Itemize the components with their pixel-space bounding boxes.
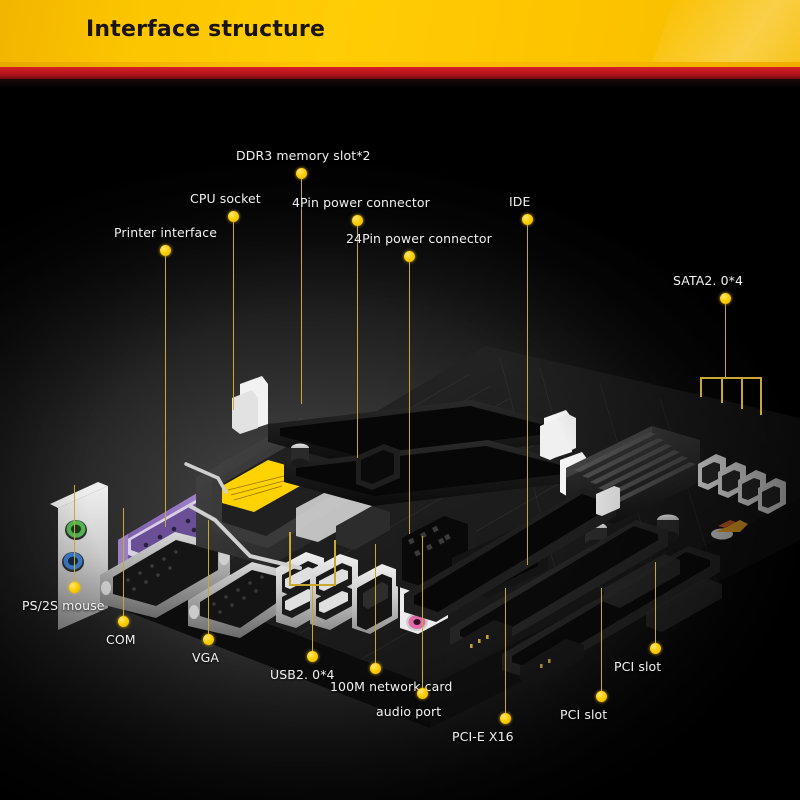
callout-dot-ddr3-memory-slot[interactable] <box>296 168 307 179</box>
callout-dot-printer-interface[interactable] <box>160 245 171 256</box>
callout-label-4pin-power: 4Pin power connector <box>292 195 430 210</box>
header-divider-orange <box>0 62 800 67</box>
callout-label-printer-interface: Printer interface <box>114 225 218 240</box>
callout-label-ddr3-memory-slot: DDR3 memory slot*2 <box>236 148 371 163</box>
callout-label-ps2-mouse: PS/2S mouse <box>22 598 105 613</box>
callout-label-com: COM <box>106 632 136 647</box>
callout-line-sata-leg-2 <box>721 377 723 403</box>
header-divider-black <box>0 79 800 88</box>
callout-dot-ps2-mouse[interactable] <box>69 582 80 593</box>
callout-label-vga: VGA <box>192 650 220 665</box>
callout-dot-24pin-power[interactable] <box>404 251 415 262</box>
callout-line-sata-leg-4 <box>760 377 762 415</box>
callout-line-ddr3-memory-slot <box>300 179 303 404</box>
callout-label-pcie-x16: PCI-E X16 <box>452 729 514 744</box>
callout-dot-audio-port[interactable] <box>417 688 428 699</box>
callout-label-audio-port: audio port <box>376 704 442 719</box>
callout-line-printer-interface <box>164 256 167 527</box>
callout-dot-com[interactable] <box>118 616 129 627</box>
callout-line-ps2-mouse <box>73 485 76 583</box>
callout-line-usb-stem <box>311 584 314 652</box>
callout-line-network-card <box>374 544 377 664</box>
callout-dot-pcie-x16[interactable] <box>500 713 511 724</box>
callout-line-com <box>122 508 125 617</box>
header-divider-red <box>0 67 800 79</box>
callout-label-pci-slot-1: PCI slot <box>560 707 608 722</box>
callout-line-ide <box>526 225 529 565</box>
callout-label-network-card: 100M network card <box>330 679 453 694</box>
callout-dot-sata[interactable] <box>720 293 731 304</box>
callout-line-4pin-power <box>356 226 359 458</box>
callout-line-usb-leg-2 <box>334 540 336 585</box>
callout-line-vga <box>207 520 210 635</box>
callout-line-cpu-socket <box>232 222 235 410</box>
callout-line-sata-stem <box>724 304 727 378</box>
callout-line-24pin-power <box>408 262 411 534</box>
callout-dot-pci-slot-2[interactable] <box>650 643 661 654</box>
callout-dot-ide[interactable] <box>522 214 533 225</box>
diagram-stage: Printer interface CPU socket DDR3 memory… <box>0 88 800 800</box>
callout-label-pci-slot-2: PCI slot <box>614 659 662 674</box>
callout-line-usb-leg-1 <box>289 532 291 585</box>
callout-line-pci-slot-1 <box>600 588 603 692</box>
callout-label-cpu-socket: CPU socket <box>190 191 261 206</box>
callout-label-sata: SATA2. 0*4 <box>673 273 744 288</box>
callout-dot-cpu-socket[interactable] <box>228 211 239 222</box>
callout-dot-usb[interactable] <box>307 651 318 662</box>
callout-dot-pci-slot-1[interactable] <box>596 691 607 702</box>
callout-line-audio-port <box>421 536 424 689</box>
callout-dot-4pin-power[interactable] <box>352 215 363 226</box>
callout-label-ide: IDE <box>509 194 531 209</box>
callout-dot-vga[interactable] <box>203 634 214 645</box>
header-sheen <box>637 0 800 62</box>
page-title: Interface structure <box>86 17 326 42</box>
callout-line-sata-leg-1 <box>700 377 702 397</box>
callout-line-pci-slot-2 <box>654 562 657 644</box>
callout-dot-network-card[interactable] <box>370 663 381 674</box>
callout-line-sata-bracket <box>700 377 762 379</box>
callout-label-usb: USB2. 0*4 <box>270 667 335 682</box>
callout-label-24pin-power: 24Pin power connector <box>346 231 492 246</box>
callout-line-pcie-x16 <box>504 588 507 714</box>
page-header: Interface structure <box>0 0 800 62</box>
callout-line-sata-leg-3 <box>741 377 743 409</box>
